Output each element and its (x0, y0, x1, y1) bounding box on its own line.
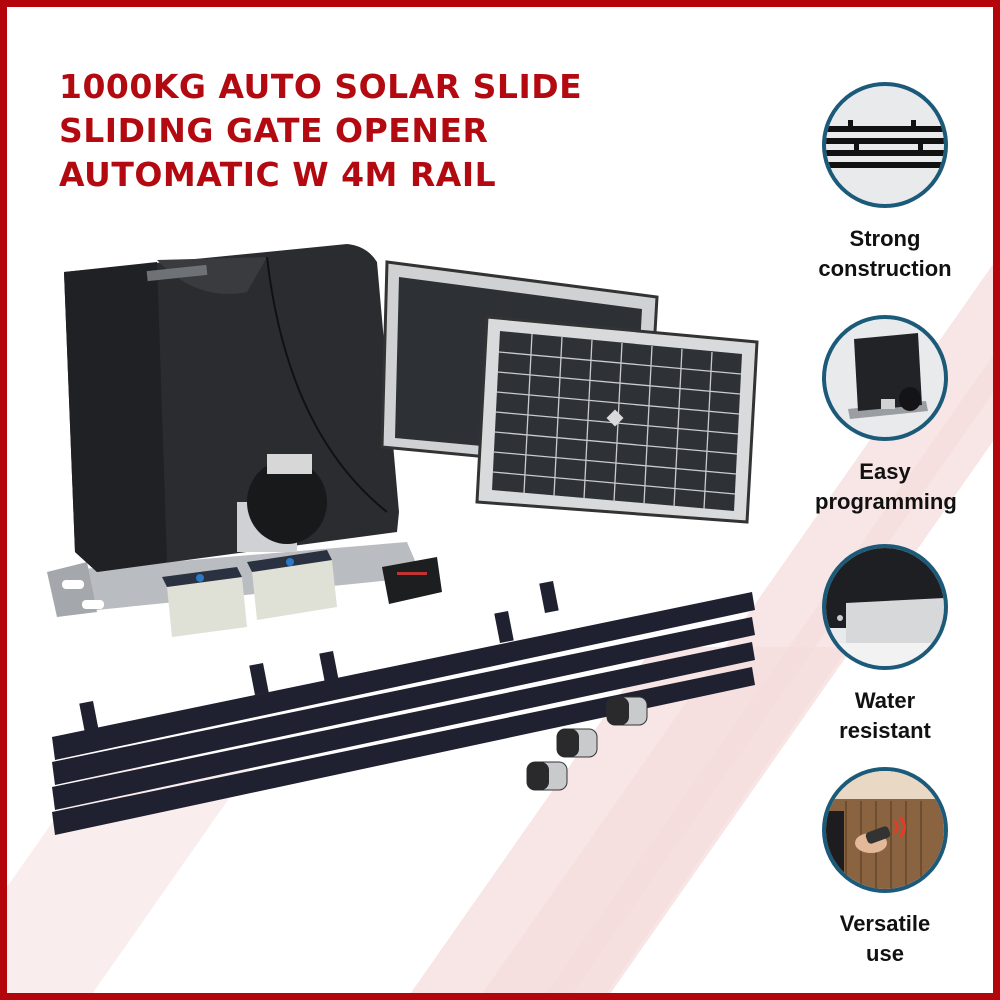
feature-strong-construction: Strong construction (815, 82, 955, 284)
solar-controller-icon (382, 557, 442, 604)
product-title: 1000KG AUTO SOLAR SLIDE SLIDING GATE OPE… (59, 65, 582, 197)
feature-label: Versatile use (839, 911, 931, 966)
remote-control-icon (526, 696, 648, 791)
feature-label: Strong construction (818, 226, 952, 281)
gear-rack-icon (822, 82, 948, 208)
title-line: AUTOMATIC W 4M RAIL (59, 155, 497, 194)
title-line: 1000KG AUTO SOLAR SLIDE (59, 67, 583, 106)
feature-easy-programming: Easy programming (815, 315, 957, 517)
bracket-closeup-icon (822, 544, 948, 670)
feature-versatile-use: Versatile use (815, 767, 955, 969)
feature-label: Water resistant (839, 688, 931, 743)
solar-panel-icon (380, 260, 759, 524)
battery-icon (162, 550, 337, 637)
gear-rack-icon (52, 580, 755, 835)
gate-motor-icon (47, 244, 422, 617)
remote-gate-icon (822, 767, 948, 893)
feature-label: Easy programming (815, 459, 957, 514)
title-line: SLIDING GATE OPENER (59, 111, 489, 150)
feature-water-resistant: Water resistant (815, 544, 955, 746)
product-image (47, 244, 759, 835)
motor-unit-icon (822, 315, 948, 441)
